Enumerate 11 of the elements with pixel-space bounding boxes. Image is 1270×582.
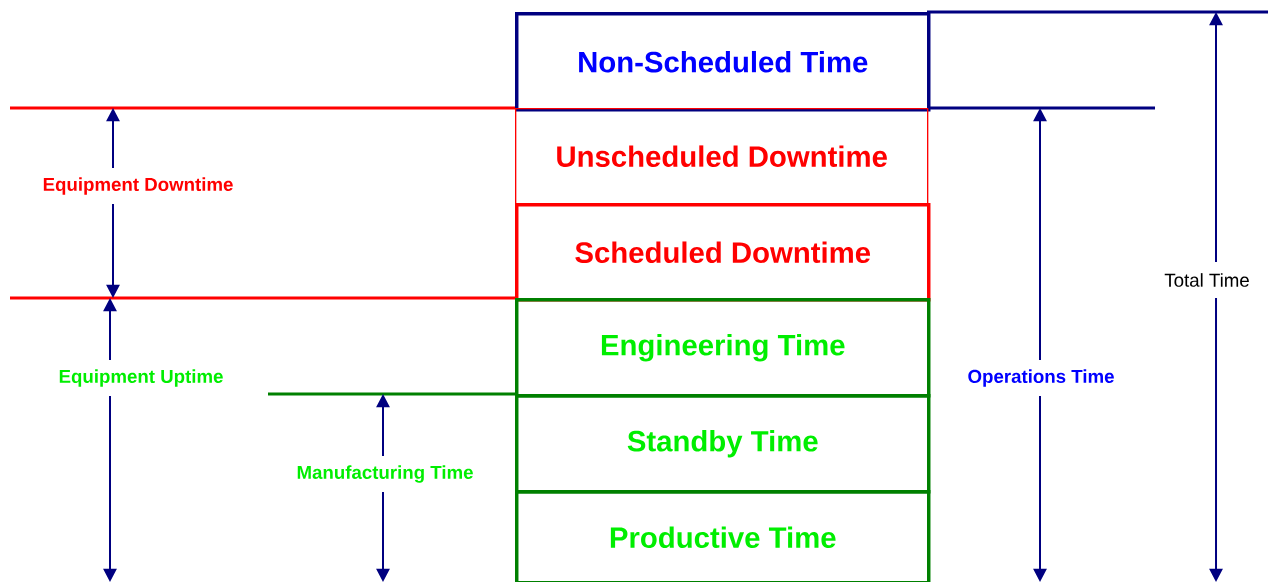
- dimension-label: Total Time: [1164, 273, 1249, 287]
- time-category-box: Productive Time: [515, 490, 931, 582]
- dimension-label: Manufacturing Time: [297, 465, 473, 483]
- time-category-box: Unscheduled Downtime: [515, 108, 929, 205]
- dimension-label: Equipment Downtime: [43, 177, 233, 195]
- time-category-box: Standby Time: [515, 394, 931, 494]
- time-category-box: Non-Scheduled Time: [515, 12, 931, 112]
- dimension-label: Equipment Uptime: [59, 369, 223, 387]
- dimension-label: Operations Time: [968, 369, 1114, 387]
- time-category-box: Engineering Time: [515, 298, 931, 398]
- time-category-box: Scheduled Downtime: [515, 203, 931, 302]
